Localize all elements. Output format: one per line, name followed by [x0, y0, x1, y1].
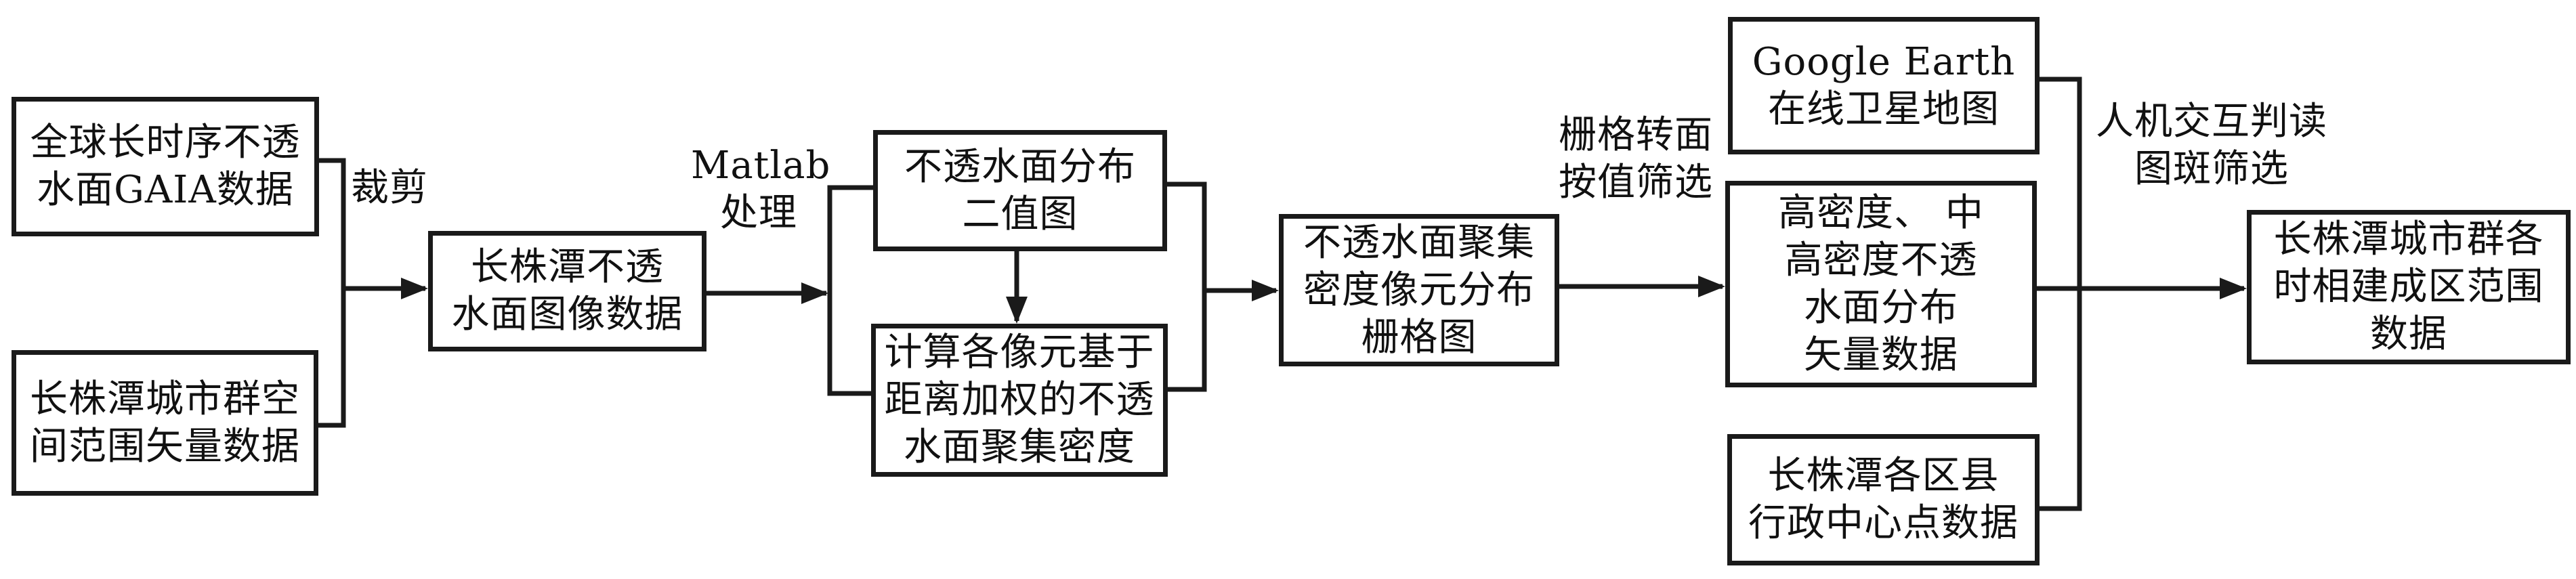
- node-clipped-image: 长株潭不透 水面图像数据: [428, 231, 706, 351]
- edge-label-text: 裁剪: [351, 166, 428, 210]
- edge-label-text: 处理: [720, 191, 797, 235]
- edge-label-text: 人机交互判读: [2096, 100, 2327, 144]
- node-text: 高密度、 中: [1778, 190, 1984, 235]
- edge-label-matlab: Matlab 处理: [691, 142, 831, 237]
- connector-binary-density-merge: [1164, 181, 1207, 392]
- node-density-raster: 不透水面聚集 密度像元分布 栅格图: [1279, 214, 1559, 366]
- node-text: Google Earth: [1752, 39, 2016, 84]
- node-text: 水面GAIA数据: [37, 168, 294, 212]
- arrowhead-icon: [801, 282, 828, 304]
- node-text: 高密度不透: [1784, 238, 1978, 282]
- node-density-calculation: 计算各像元基于 距离加权的不透 水面聚集密度: [871, 324, 1168, 477]
- node-text: 长株潭各区县: [1767, 454, 2000, 498]
- node-text: 时相建成区范围: [2273, 265, 2544, 309]
- node-text: 间范围矢量数据: [30, 424, 300, 469]
- node-text: 距离加权的不透: [884, 378, 1155, 422]
- node-text: 全球长时序不透: [30, 121, 301, 165]
- node-text: 在线卫星地图: [1768, 87, 2000, 131]
- node-google-earth: Google Earth 在线卫星地图: [1728, 17, 2040, 154]
- connector-inputs-merge: [2037, 77, 2082, 511]
- node-text: 长株潭城市群各: [2273, 217, 2544, 261]
- connector-gaia-to-bracket: [316, 158, 346, 428]
- node-text: 长株潭城市群空: [30, 377, 300, 421]
- node-text: 长株潭不透: [471, 245, 664, 289]
- node-text: 行政中心点数据: [1748, 501, 2019, 545]
- node-text: 二值图: [962, 192, 1078, 236]
- arrowhead-icon: [1252, 280, 1279, 301]
- node-gaia-data: 全球长时序不透 水面GAIA数据: [12, 97, 319, 236]
- arrowhead-icon: [2220, 278, 2247, 299]
- arrowhead-icon: [401, 278, 428, 299]
- node-text: 矢量数据: [1804, 333, 1958, 377]
- arrowhead-icon: [1698, 276, 1725, 297]
- node-text: 密度像元分布: [1303, 267, 1535, 312]
- edge-label-raster-to-polygon: 栅格转面 按值筛选: [1551, 112, 1720, 207]
- node-binary-map: 不透水面分布 二值图: [873, 130, 1167, 251]
- arrowhead-icon: [1006, 297, 1028, 324]
- node-text: 栅格图: [1361, 315, 1477, 360]
- node-text: 数据: [2370, 312, 2447, 356]
- connector-bracket-binary-density: [827, 185, 876, 396]
- node-text: 计算各像元基于: [884, 330, 1155, 374]
- edge-label-clip: 裁剪: [351, 165, 428, 212]
- edge-label-text: 栅格转面: [1559, 113, 1713, 157]
- node-text: 水面聚集密度: [904, 425, 1135, 469]
- node-result: 长株潭城市群各 时相建成区范围 数据: [2247, 210, 2571, 364]
- node-density-vector: 高密度、 中 高密度不透 水面分布 矢量数据: [1725, 181, 2037, 387]
- node-admin-centers: 长株潭各区县 行政中心点数据: [1727, 434, 2040, 565]
- edge-label-text: Matlab: [691, 144, 831, 188]
- edge-label-text: 按值筛选: [1559, 160, 1713, 205]
- node-text: 水面分布: [1804, 285, 1958, 330]
- edge-label-interactive-screening: 人机交互判读 图斑筛选: [2086, 98, 2337, 193]
- node-text: 不透水面分布: [904, 144, 1136, 189]
- node-boundary-vector: 长株潭城市群空 间范围矢量数据: [12, 350, 318, 496]
- node-text: 不透水面聚集: [1303, 220, 1535, 265]
- edge-label-text: 图斑筛选: [2134, 147, 2289, 191]
- node-text: 水面图像数据: [451, 293, 683, 337]
